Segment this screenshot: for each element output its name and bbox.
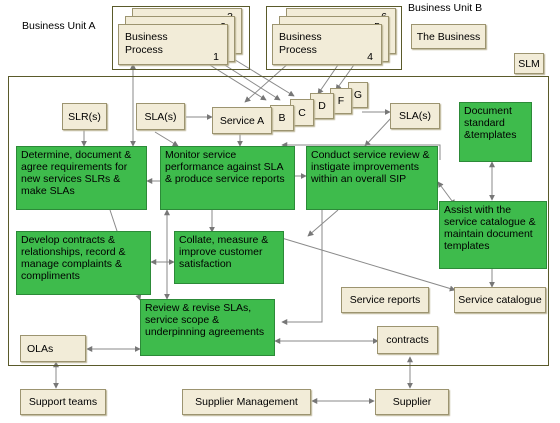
slm-frame [8,76,549,366]
service-a: Service A [212,107,272,134]
service-catalogue-box: Service catalogue [454,287,546,313]
contracts-box: contracts [377,326,438,354]
the-business-box: The Business [411,24,486,49]
supplier-management-box: Supplier Management [182,389,311,415]
conduct-review-box: Conduct service review & instigate impro… [306,146,438,210]
determine-requirements-box: Determine, document & agree requirements… [16,146,147,210]
develop-contracts-box: Develop contracts & relationships, recor… [16,231,151,295]
document-templates-box: Document standard &templates [459,102,532,162]
collate-measure-box: Collate, measure & improve customer sati… [174,231,284,284]
business-unit-a-label: Business Unit A [22,20,96,32]
business-unit-b-label: Business Unit B [408,2,483,14]
monitor-performance-box: Monitor service performance against SLA … [160,146,295,210]
service-d: D [310,93,334,119]
service-reports-box: Service reports [341,287,429,313]
review-revise-box: Review & revise SLAs, service scope & un… [140,299,275,356]
sla-right-box: SLA(s) [390,103,440,129]
slr-box: SLR(s) [62,103,107,130]
service-b: B [270,105,294,131]
business-unit-b-frame [266,6,402,70]
slm-label: SLM [514,53,544,74]
assist-catalogue-box: Assist with the service catalogue & main… [439,201,547,269]
sla-left-box: SLA(s) [136,103,185,130]
supplier-box: Supplier [375,389,449,415]
business-unit-a-frame [112,6,250,70]
olas-box: OLAs [20,335,86,362]
support-teams-box: Support teams [20,389,106,415]
